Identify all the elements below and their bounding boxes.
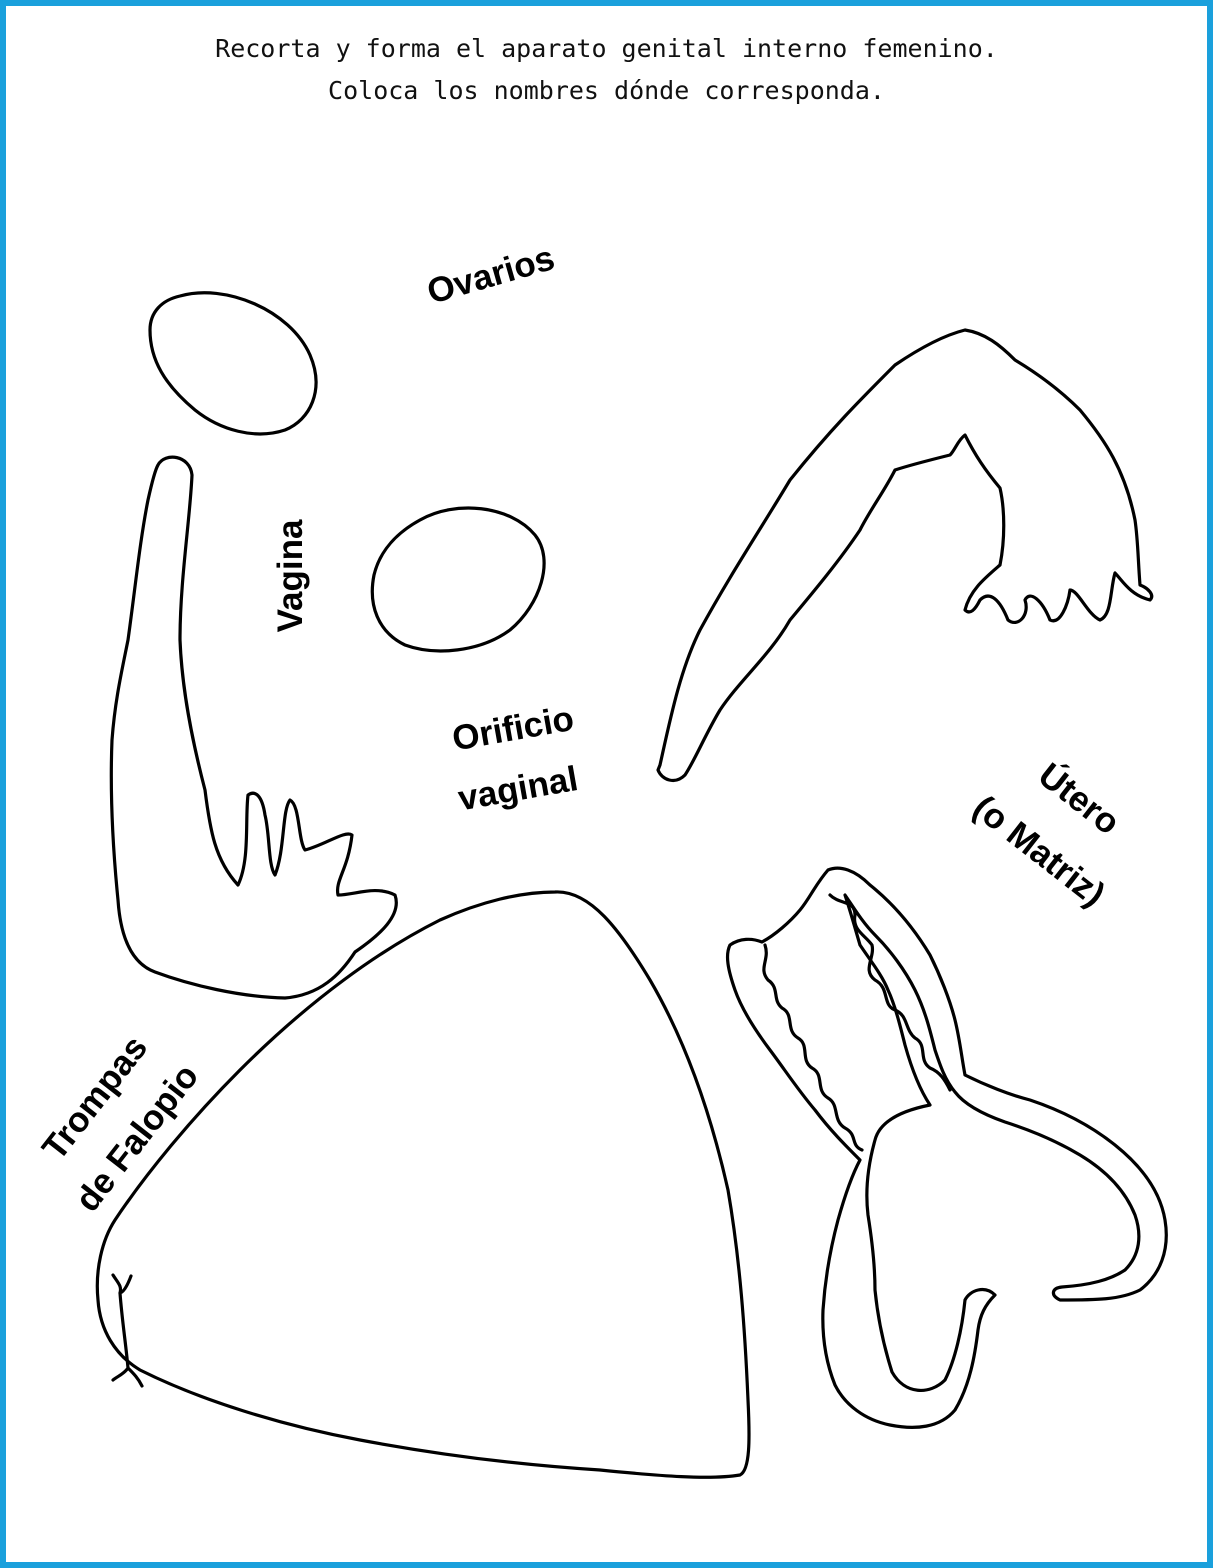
label-ovarios: Ovarios	[423, 238, 559, 311]
label-orificio-line-1: Orificio	[449, 699, 576, 759]
label-utero-line-1: Útero	[1031, 755, 1128, 843]
fallopian-tube-shape	[658, 330, 1152, 780]
label-orificio-line-2: vaginal	[455, 759, 581, 818]
uterus-shape	[97, 892, 749, 1477]
vagina-shape	[111, 457, 396, 998]
label-vagina: Vagina	[271, 519, 310, 632]
ovary-shape-left	[150, 293, 316, 434]
vaginal-orifice-shape	[728, 868, 1167, 1427]
ovary-shape-center	[372, 508, 544, 651]
